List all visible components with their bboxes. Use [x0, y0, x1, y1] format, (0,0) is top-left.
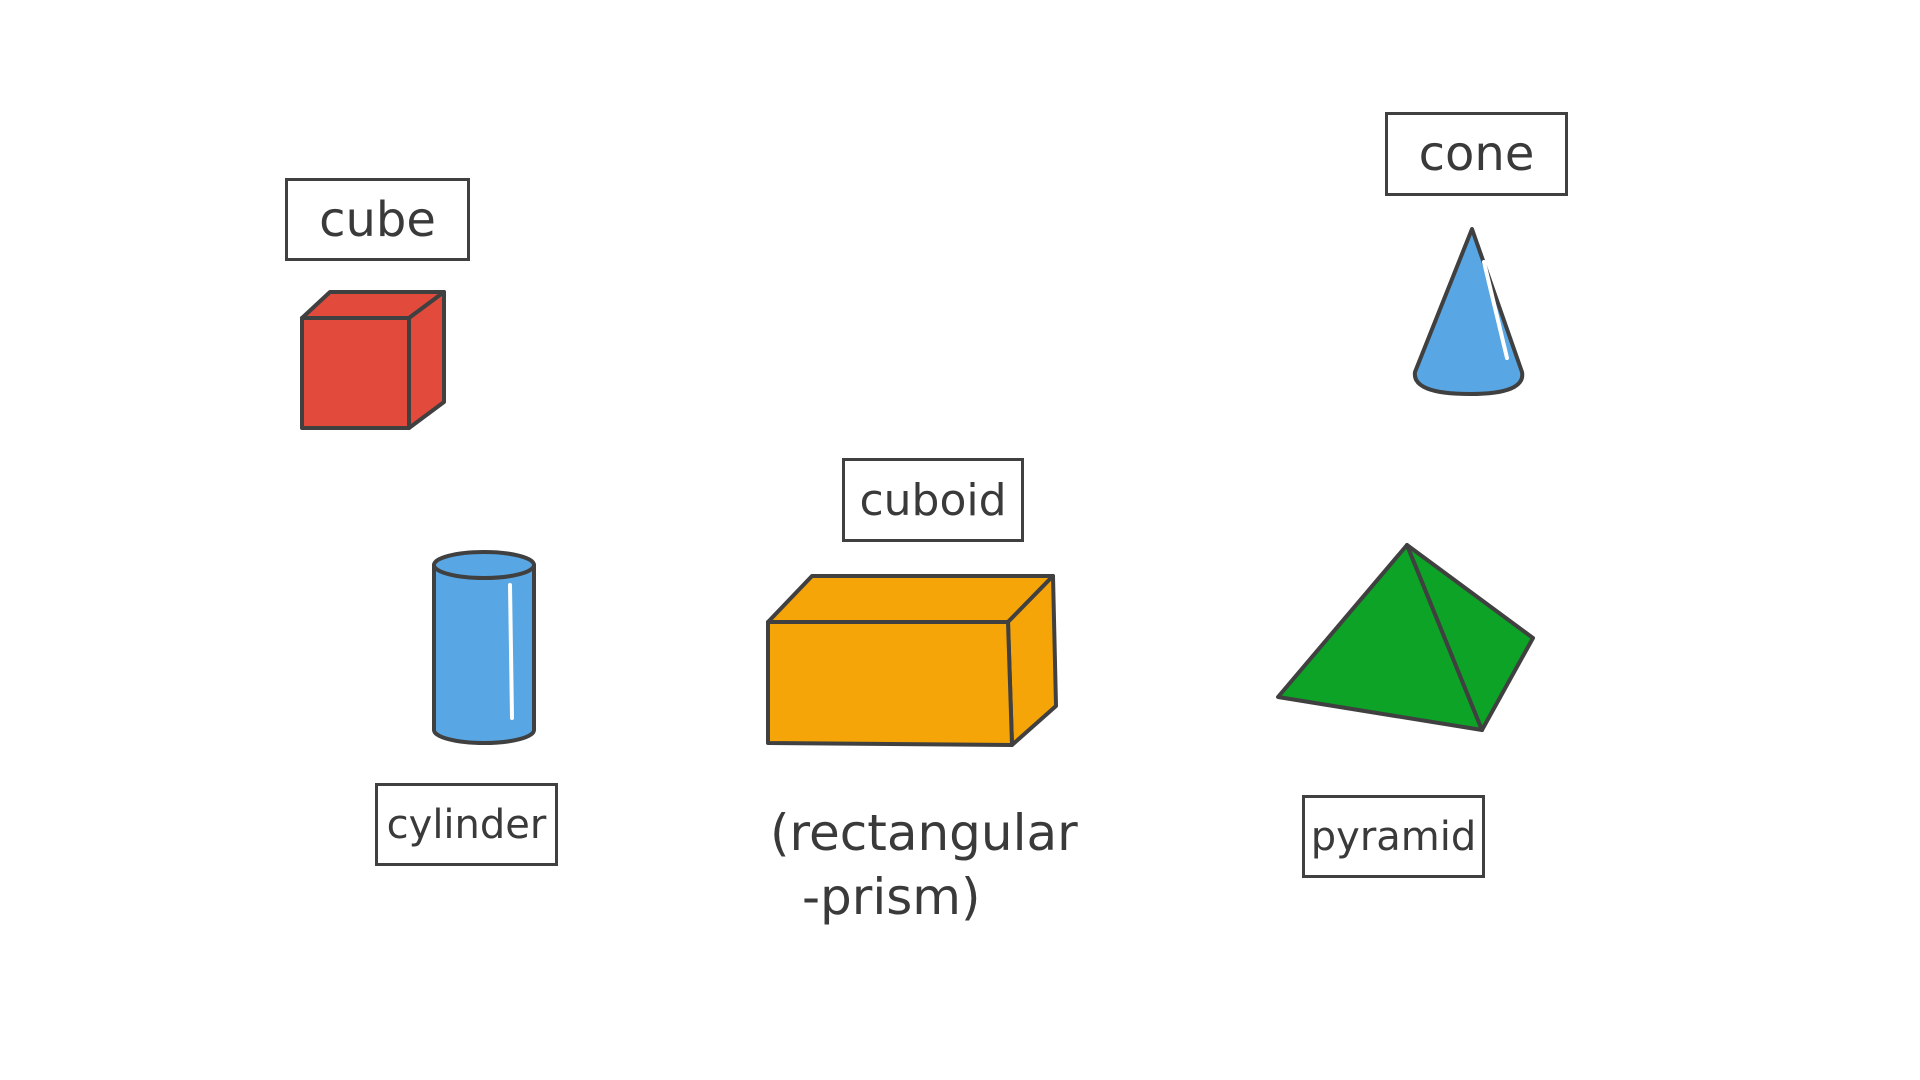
cuboid-label: cuboid — [842, 458, 1024, 542]
cube-shape — [300, 290, 446, 430]
pyramid-label-text: pyramid — [1310, 813, 1477, 860]
cone-label-text: cone — [1418, 126, 1535, 182]
pyramid-label: pyramid — [1302, 795, 1485, 878]
cuboid-label-text: cuboid — [859, 474, 1007, 526]
cube-label-text: cube — [319, 191, 436, 248]
cuboid-note-line2: -prism) — [802, 868, 981, 926]
cube-label: cube — [285, 178, 470, 261]
cylinder-shape — [432, 550, 536, 745]
pyramid-shape — [1276, 543, 1535, 732]
cuboid-note-line1: (rectangular — [770, 804, 1078, 862]
cuboid-shape — [766, 574, 1058, 747]
cylinder-label: cylinder — [375, 783, 558, 866]
cone-shape — [1412, 227, 1525, 396]
cylinder-label-text: cylinder — [386, 801, 547, 848]
cone-label: cone — [1385, 112, 1568, 196]
